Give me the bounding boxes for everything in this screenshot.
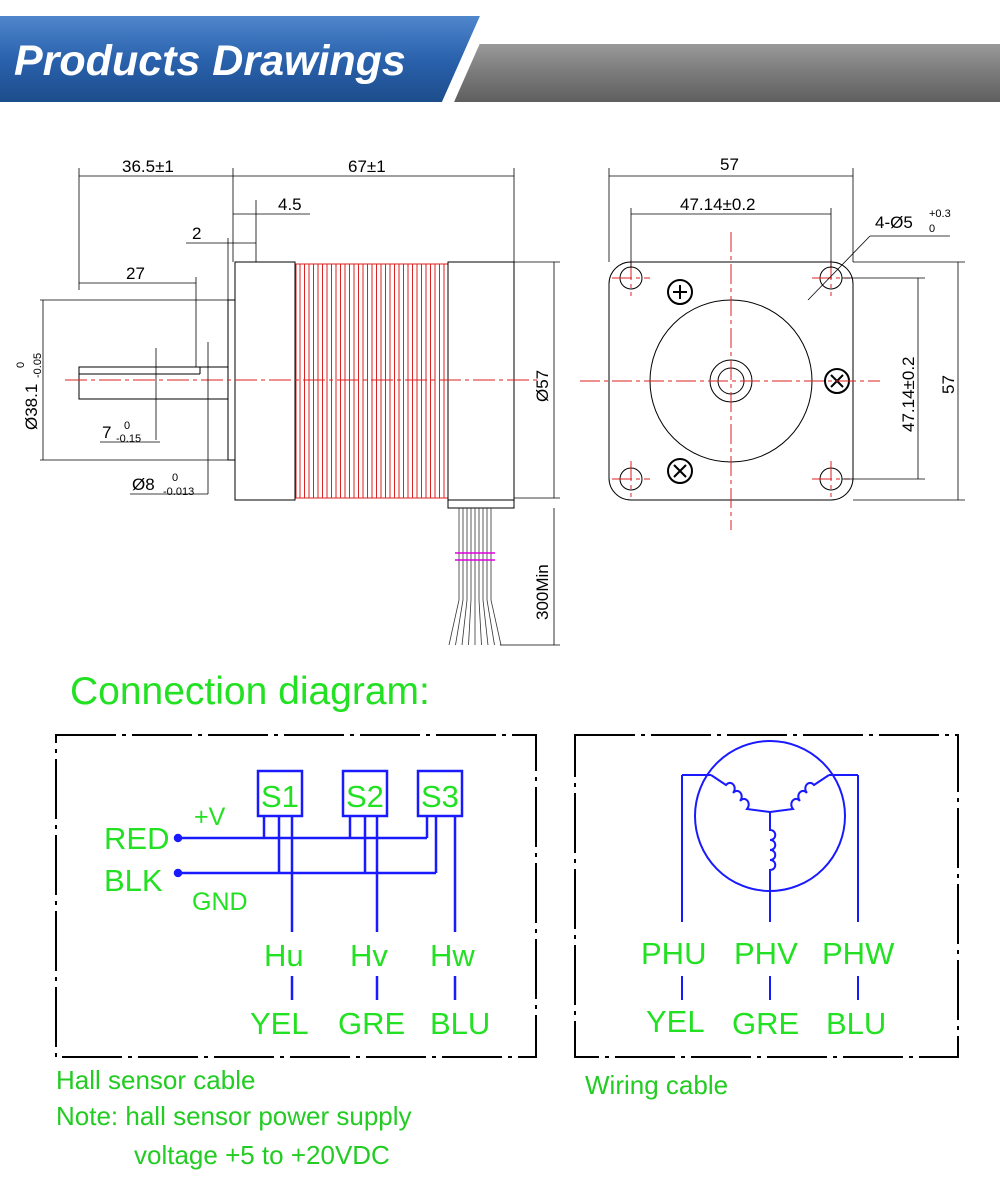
- winding-circuit: [681, 740, 859, 1000]
- wire-black-label: BLK: [104, 863, 163, 898]
- phase-phu: PHU: [641, 936, 706, 971]
- hall-color-blu: BLU: [430, 1006, 490, 1041]
- dim-shaft-diameter: Ø8: [132, 475, 155, 494]
- sensor-s1-label: S1: [261, 779, 299, 814]
- sensor-s3: [416, 769, 464, 818]
- signal-hw: Hw: [430, 938, 475, 973]
- rear-cap: [447, 261, 515, 501]
- holes-tol-upper: +0.3: [929, 208, 951, 220]
- flat-tol-lower: -0.15: [116, 433, 141, 445]
- wire-red-label: RED: [104, 821, 169, 856]
- pilot-tol-lower: -0.05: [32, 353, 44, 378]
- note-line-2: voltage +5 to +20VDC: [134, 1140, 390, 1170]
- dim-boss-height: 2: [192, 224, 201, 243]
- cable-exit: [447, 499, 515, 509]
- phase-phw: PHW: [822, 936, 895, 971]
- screw-top: [667, 279, 693, 305]
- signal-hv: Hv: [350, 938, 388, 973]
- winding-color-blu: BLU: [826, 1006, 886, 1041]
- coil-v: [769, 812, 777, 891]
- pilot-tol-upper: 0: [15, 362, 27, 368]
- sensor-s2-label: S2: [346, 779, 384, 814]
- technical-drawing: 36.5±1 67±1 4.5 2 27 Ø38.1 0 -0.05 7 0 -…: [15, 155, 965, 646]
- dim-front-height: 57: [939, 375, 958, 394]
- dim-body-diameter: Ø57: [533, 370, 552, 402]
- stator-lines: [299, 264, 445, 498]
- hall-caption: Hall sensor cable: [56, 1065, 256, 1095]
- connection-title: Connection diagram:: [70, 670, 430, 713]
- screw-bottom: [667, 458, 693, 484]
- dim-holes: 4-Ø5: [875, 213, 913, 232]
- dim-flange-offset: 4.5: [278, 195, 302, 214]
- winding-color-gre: GRE: [732, 1006, 799, 1041]
- dim-hole-spacing-v: 47.14±0.2: [899, 356, 918, 432]
- hall-circuit: [173, 769, 464, 1000]
- sensor-s3-label: S3: [421, 779, 459, 814]
- winding-color-yel: YEL: [646, 1004, 705, 1039]
- dim-pilot-diameter: Ø38.1: [22, 384, 41, 430]
- dim-hole-spacing-h: 47.14±0.2: [680, 195, 756, 214]
- motor-shaft: [78, 366, 229, 400]
- ground-label: GND: [192, 888, 248, 916]
- front-view: [580, 168, 965, 530]
- dim-flat-depth: 7: [102, 423, 111, 442]
- side-view: [40, 168, 560, 646]
- hole-leader: [807, 235, 871, 301]
- hall-sensor-box: [55, 734, 537, 1058]
- winding-box: [574, 734, 959, 1058]
- banner-gray-bar: [454, 44, 1000, 102]
- dim-body-length: 67±1: [348, 157, 386, 176]
- hall-color-gre: GRE: [338, 1006, 405, 1041]
- shaft-tol-lower: -0.013: [163, 486, 194, 498]
- signal-hu: Hu: [264, 938, 304, 973]
- dim-shaft-length: 36.5±1: [122, 157, 174, 176]
- holes-tol-lower: 0: [929, 223, 935, 235]
- phase-phv: PHV: [734, 936, 798, 971]
- shaft-tol-upper: 0: [172, 472, 178, 484]
- flat-tol-upper: 0: [124, 420, 130, 432]
- coil-u: [710, 774, 771, 813]
- supply-label: +V: [194, 803, 226, 831]
- connection-diagrams: S1 S2 S3 +V GND RED BLK Hu Hv Hw YEL GRE…: [55, 734, 959, 1058]
- dim-front-width: 57: [720, 155, 739, 174]
- dim-lead-length: 300Min: [533, 564, 552, 620]
- front-flange: [234, 261, 296, 501]
- hall-color-yel: YEL: [250, 1006, 309, 1041]
- banner-blue-tab: [0, 16, 480, 102]
- coil-w: [769, 774, 830, 813]
- note-line-1: Note: hall sensor power supply: [56, 1101, 412, 1131]
- dim-shaft-flat-length: 27: [126, 264, 145, 283]
- header-banner: Products Drawings: [0, 16, 1000, 102]
- wiring-caption: Wiring cable: [585, 1070, 729, 1100]
- lead-wires: [448, 508, 502, 646]
- page-title: Products Drawings: [14, 37, 406, 85]
